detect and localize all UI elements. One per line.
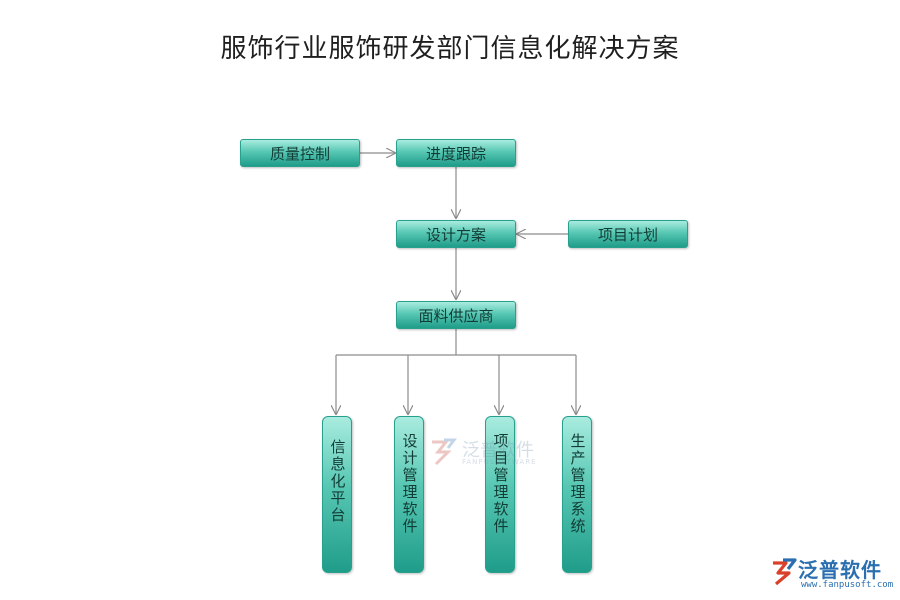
- node-fabric-supplier: 面料供应商: [396, 301, 516, 329]
- node-design-plan: 设计方案: [396, 220, 516, 248]
- brand-url: www.fanpusoft.com: [801, 580, 894, 590]
- node-project-software: 项目管理软件: [485, 416, 515, 573]
- node-info-platform-label: 信息化平台: [328, 439, 347, 524]
- node-info-platform: 信息化平台: [322, 416, 352, 573]
- node-design-software-label: 设计管理软件: [400, 433, 419, 535]
- node-design-software: 设计管理软件: [394, 416, 424, 573]
- node-project-plan: 项目计划: [568, 220, 688, 248]
- node-production-system-label: 生产管理系统: [568, 433, 587, 535]
- brand-logo-icon: [773, 558, 797, 586]
- node-project-software-label: 项目管理软件: [491, 433, 510, 535]
- node-progress-tracking: 进度跟踪: [396, 139, 516, 167]
- node-quality-control: 质量控制: [240, 139, 360, 167]
- node-production-system: 生产管理系统: [562, 416, 592, 573]
- brand-name: 泛普软件: [798, 558, 882, 582]
- page-title: 服饰行业服饰研发部门信息化解决方案: [220, 34, 680, 64]
- brand-logo: 泛普软件 www.fanpusoft.com: [768, 554, 894, 590]
